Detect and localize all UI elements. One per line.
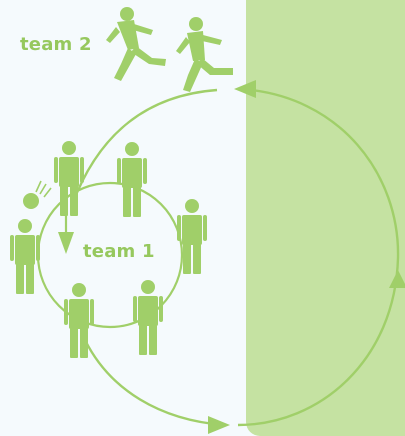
- ball-icon: [23, 180, 52, 209]
- right-green-panel: [246, 0, 405, 436]
- person-standing-icon: [117, 142, 147, 217]
- outer-arc-left-top: [70, 88, 218, 206]
- team-1-label: team 1: [83, 241, 155, 262]
- outer-arc-right: [237, 87, 400, 427]
- team-2-label: team 2: [20, 34, 92, 55]
- arrowhead-bottom: [208, 416, 230, 434]
- person-standing-icon: [10, 219, 40, 294]
- person-running-icon: [176, 17, 233, 92]
- person-running-icon: [106, 7, 166, 81]
- arrowhead-right: [389, 270, 405, 288]
- arrowhead-pass: [58, 232, 74, 254]
- outer-arc-left-bottom: [83, 339, 225, 427]
- person-standing-icon: [133, 280, 163, 355]
- arrowhead-top: [234, 80, 256, 98]
